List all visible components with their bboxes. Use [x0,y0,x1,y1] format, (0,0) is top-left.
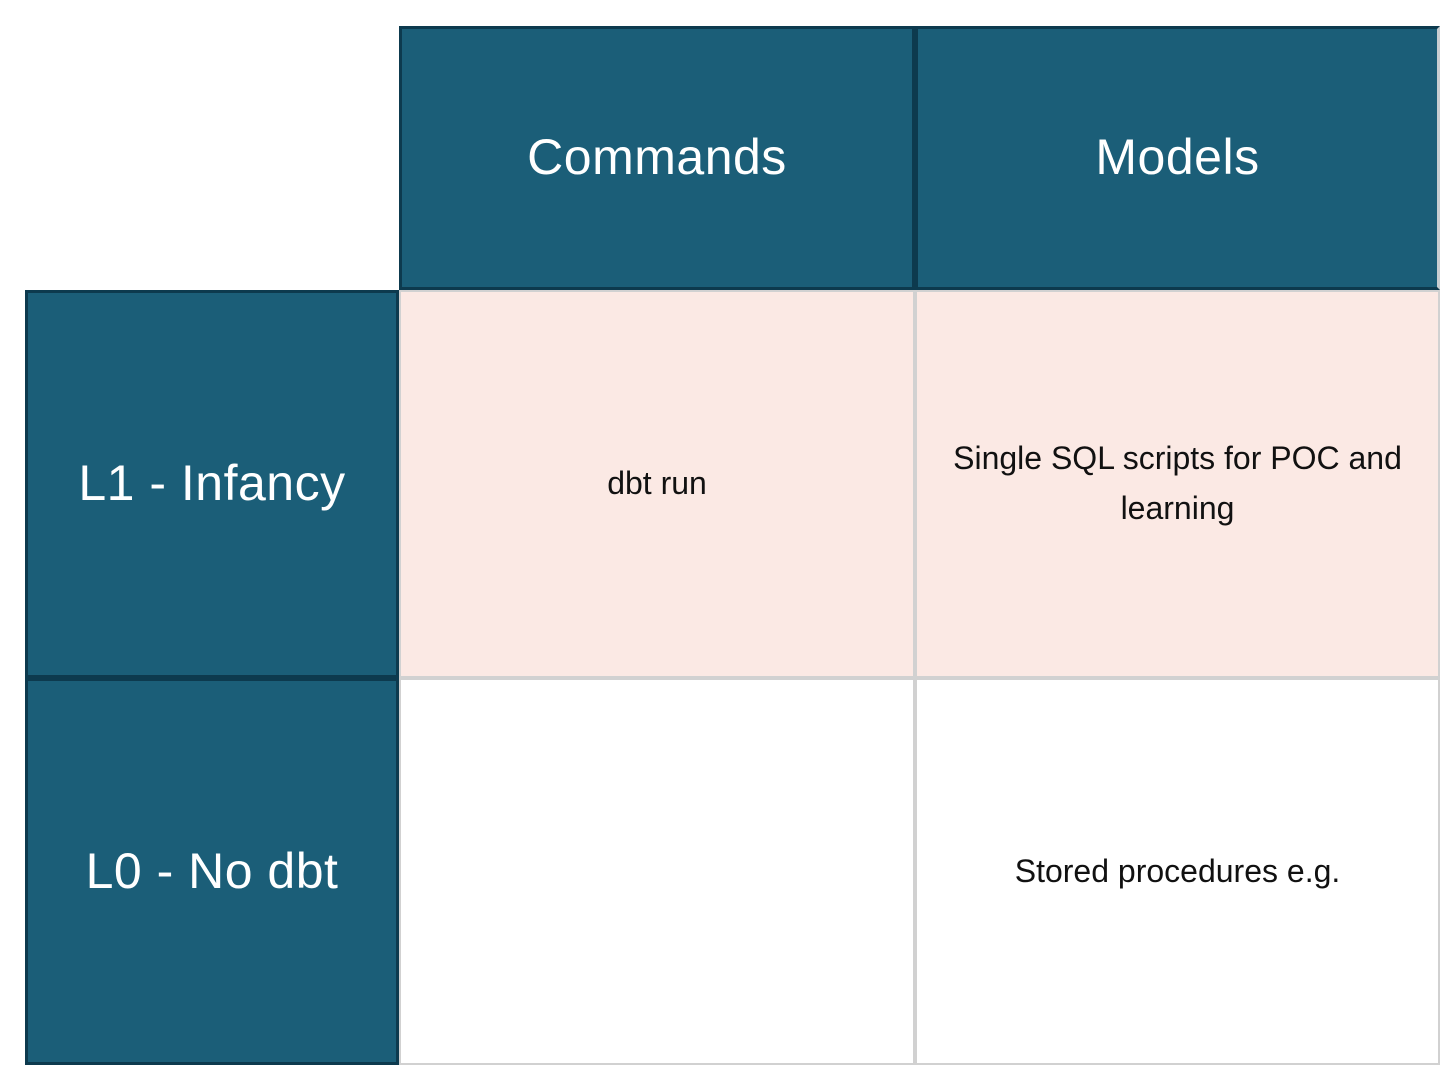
row-header-l1-infancy-label: L1 - Infancy [78,455,346,512]
cell-l0-models-text: Stored procedures e.g. [1014,852,1341,889]
corner-spacer [25,26,399,290]
cell-l1-models: Single SQL scripts for POC and learning [915,290,1440,678]
cell-l0-commands [399,678,915,1065]
column-header-commands: Commands [399,26,915,290]
cell-l0-models: Stored procedures e.g. [915,678,1440,1065]
cell-l1-models-text: Single SQL scripts for POC and learning [953,440,1402,526]
cell-l1-commands-text: dbt run [607,465,707,502]
row-header-l0-no-dbt: L0 - No dbt [25,678,399,1065]
row-header-l1-infancy: L1 - Infancy [25,290,399,678]
column-header-models-label: Models [1095,129,1260,186]
cell-l1-commands: dbt run [399,290,915,678]
column-header-models: Models [915,26,1440,290]
row-header-l0-no-dbt-label: L0 - No dbt [85,842,339,899]
maturity-table: Commands Models L1 - Infancy dbt run Sin… [25,26,1440,1065]
column-header-commands-label: Commands [527,129,787,186]
